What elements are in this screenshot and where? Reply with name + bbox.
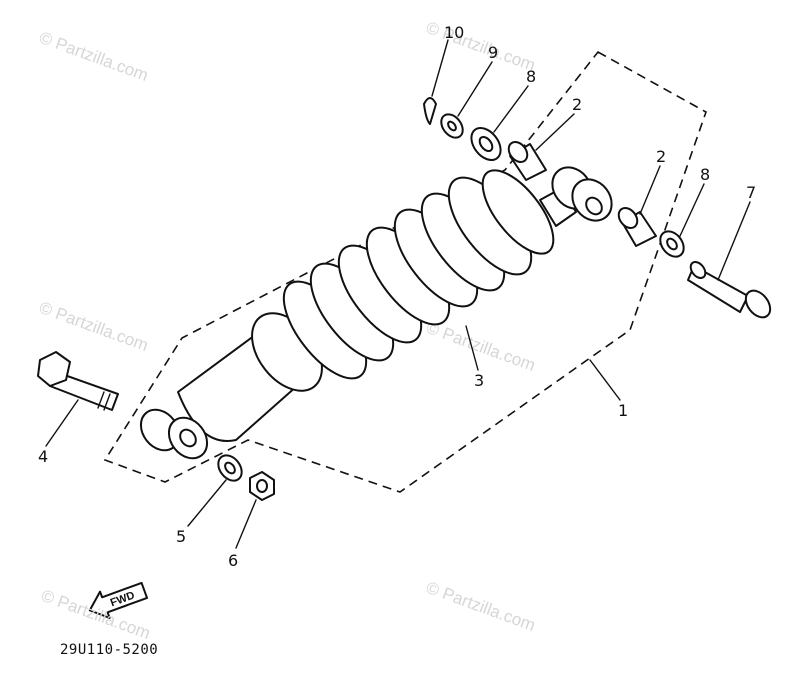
bolt-7-head [744,289,772,319]
bushing-2-right-end [617,207,639,229]
leader-4 [45,399,79,447]
bushing-2-upper-end [507,141,529,163]
diagram-code: 29U110-5200 [60,642,158,658]
watermark: © Partzilla.com [37,28,151,85]
leader-6 [235,499,257,549]
seal-8-right [659,230,685,258]
leader-5 [187,479,227,527]
leader-8b [679,183,705,237]
watermark: © Partzilla.com [424,318,538,375]
spring-seat [481,169,555,255]
lower-eye-hole [179,428,197,448]
seal-8-upper-hole [478,135,494,153]
label-2-right: 2 [656,147,666,166]
label-9: 9 [488,43,498,62]
leader-3 [465,325,479,371]
label-2-upper: 2 [572,95,582,114]
label-5: 5 [176,527,186,546]
cotter-pin [423,97,437,125]
leader-lines [45,39,751,549]
leader-2b [639,165,661,215]
bolt-4 [37,351,119,411]
washer-9-hole [447,120,457,132]
label-8-upper: 8 [526,67,536,86]
leader-8a [493,85,529,133]
seal-8-upper [470,127,502,161]
lower-eye-front [167,416,209,460]
leader-9 [457,61,493,117]
label-1: 1 [618,401,628,420]
forward-arrow-icon: FWD [88,581,149,619]
nut-6-hole [256,479,268,493]
assembly-outline [103,50,707,493]
fwd-arrow-shape [88,581,149,619]
nut-6 [249,471,275,501]
washer-5-hole [224,461,236,475]
leader-7 [717,201,751,281]
shock-absorber [139,166,613,460]
watermark: © Partzilla.com [424,578,538,635]
bolt-7-tip [689,261,707,279]
leader-2a [535,113,575,151]
leader-1 [589,359,621,401]
label-7: 7 [746,183,756,202]
washer-5 [217,454,243,482]
washer-9 [440,113,464,139]
cotter-pin-shape [423,97,437,125]
upper-eye-hole [585,196,603,216]
bolt-4-thread [97,391,105,409]
spring [282,169,555,380]
watermark: © Partzilla.com [37,298,151,355]
label-8-right: 8 [700,165,710,184]
bolt-4-thread [103,393,111,411]
seal-8-right-hole [666,237,678,251]
label-3: 3 [474,371,484,390]
label-6: 6 [228,551,238,570]
label-4: 4 [38,447,48,466]
leader-10 [431,39,449,97]
bolt-7 [687,261,772,319]
label-10: 10 [444,23,464,42]
bolt-4-head [37,351,71,387]
part-labels: 10 9 8 2 2 8 7 3 1 4 5 6 [38,23,756,570]
